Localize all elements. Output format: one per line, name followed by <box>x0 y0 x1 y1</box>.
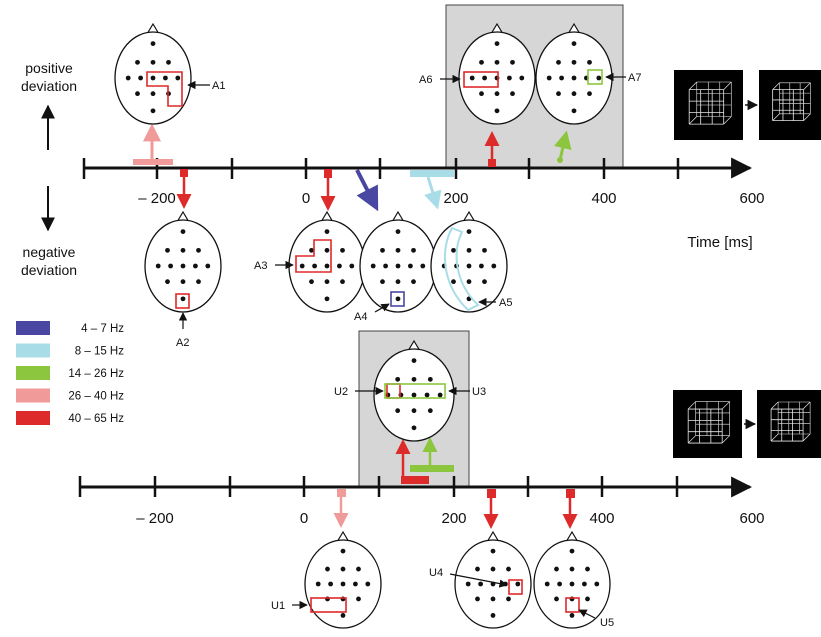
negative-label-line1: negative <box>23 244 76 260</box>
stimulus-images <box>673 70 821 458</box>
label-A6: A6 <box>419 74 432 86</box>
top-tick-minus200: – 200 <box>138 190 176 207</box>
top-tick-600: 600 <box>739 190 764 207</box>
negative-label-line2: deviation <box>21 262 77 278</box>
legend-label-2: 14 – 26 Hz <box>68 368 124 380</box>
head-U1 <box>304 530 382 629</box>
head-A1 <box>114 22 192 125</box>
label-A1: A1 <box>212 80 225 92</box>
stimulus-top-2 <box>759 70 821 140</box>
top-tick-0: 0 <box>302 190 310 207</box>
legend-swatch-4 <box>16 411 50 425</box>
bottom-tick-minus200: – 200 <box>136 510 174 527</box>
bottom-time-axis: – 200 0 200 400 600 <box>78 476 765 527</box>
side-labels: positive deviation negative deviation <box>21 60 77 278</box>
bottom-tick-200: 200 <box>441 510 466 527</box>
label-U5: U5 <box>600 617 614 629</box>
legend-swatch-3 <box>16 388 50 403</box>
head-U4 <box>454 530 532 629</box>
label-A7: A7 <box>628 72 641 84</box>
label-A5: A5 <box>499 297 512 309</box>
stimulus-bottom-1 <box>673 390 742 458</box>
legend-swatch-2 <box>16 366 50 380</box>
head-A2 <box>144 210 222 313</box>
bottom-tick-0: 0 <box>300 510 308 527</box>
positive-label-line1: positive <box>25 60 73 76</box>
top-tick-200: 200 <box>443 190 468 207</box>
label-U3: U3 <box>472 386 486 398</box>
label-A4: A4 <box>354 311 367 323</box>
head-U23 <box>373 339 455 442</box>
head-A3 <box>288 210 366 313</box>
positive-label-line2: deviation <box>21 78 77 94</box>
head-A5 <box>430 210 508 313</box>
legend-swatch-0 <box>16 321 50 335</box>
head-U5 <box>533 530 611 629</box>
band-markers <box>133 123 578 529</box>
electrode-highlights <box>146 69 603 613</box>
top-time-axis: – 200 0 200 400 600 Time [ms] <box>82 157 765 251</box>
legend-label-3: 26 – 40 Hz <box>68 391 124 403</box>
stimulus-bottom-2 <box>757 390 821 458</box>
legend-label-0: 4 – 7 Hz <box>81 323 124 335</box>
legend-label-1: 8 – 15 Hz <box>75 346 124 358</box>
legend-swatch-1 <box>16 343 50 358</box>
legend-label-4: 40 – 65 Hz <box>68 413 124 425</box>
label-A3: A3 <box>254 260 267 272</box>
callouts: A1 A2 A3 A4 A5 A6 A7 U2 U3 U1 U4 U5 <box>176 72 641 629</box>
head-A4 <box>359 210 437 313</box>
axis-title: Time [ms] <box>687 234 752 251</box>
label-U4: U4 <box>429 567 443 579</box>
head-A6 <box>458 22 536 125</box>
label-U2: U2 <box>334 386 348 398</box>
frequency-legend: 4 – 7 Hz 8 – 15 Hz 14 – 26 Hz 26 – 40 Hz 40 … <box>16 321 124 425</box>
label-A2: A2 <box>176 337 189 349</box>
bottom-tick-600: 600 <box>739 510 764 527</box>
stimulus-top-1 <box>674 70 743 140</box>
head-maps <box>114 22 613 629</box>
bottom-tick-400: 400 <box>589 510 614 527</box>
top-tick-400: 400 <box>591 190 616 207</box>
label-U1: U1 <box>271 600 285 612</box>
